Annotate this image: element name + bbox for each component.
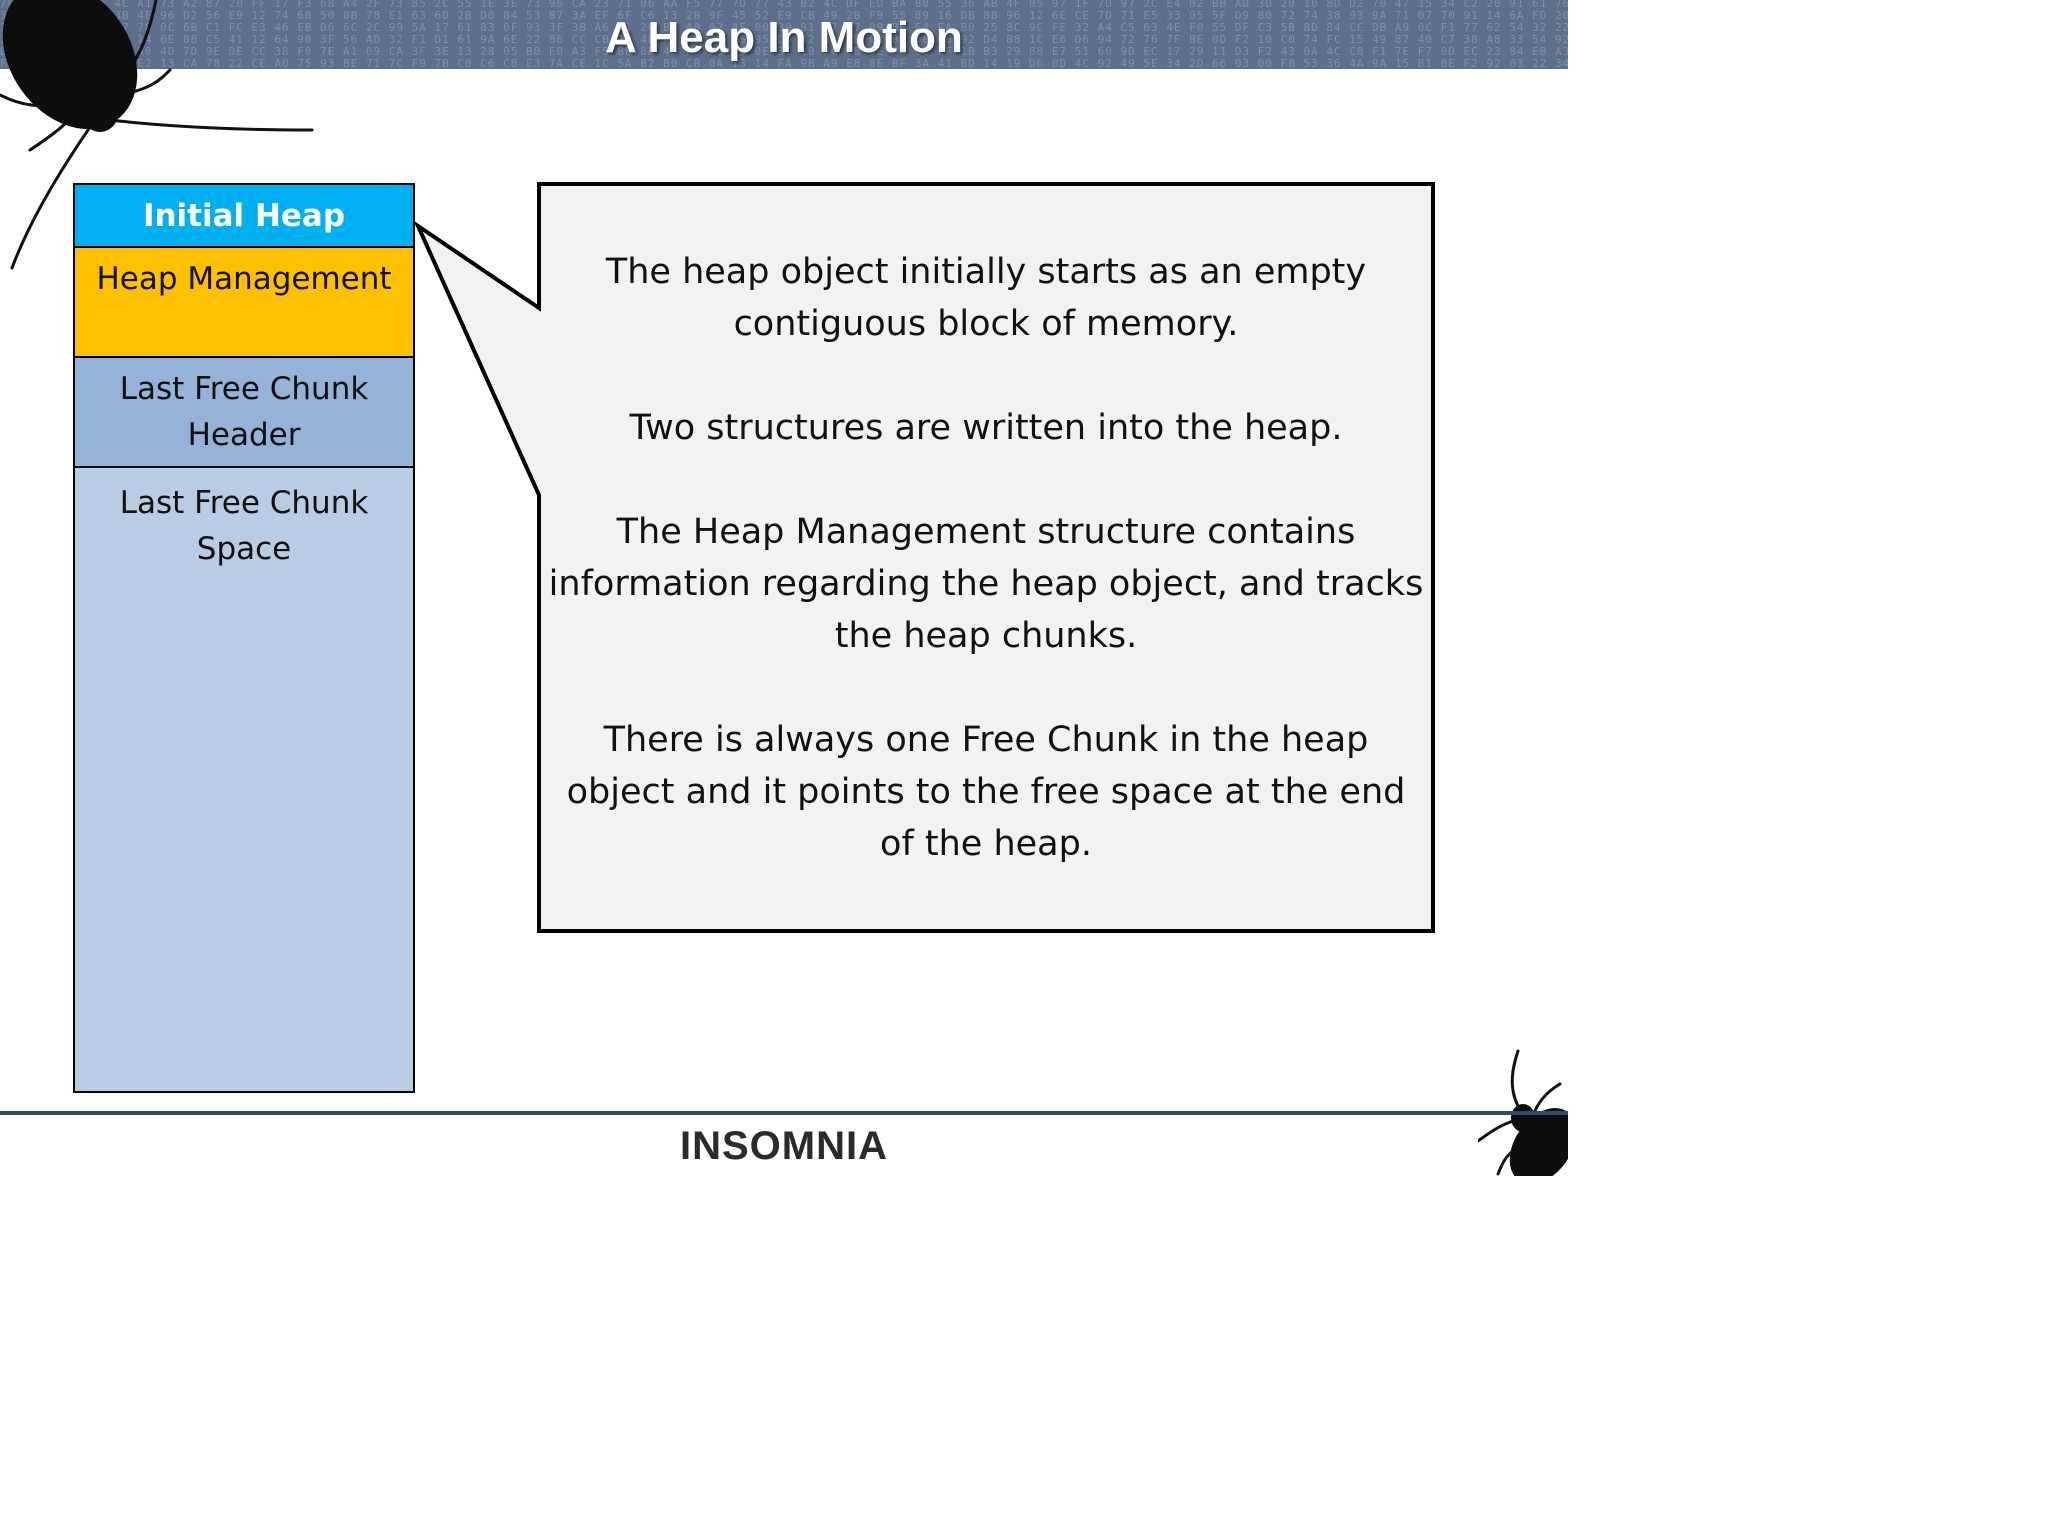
cockroach-icon [0,0,314,270]
insomnia-logo: INSOMNIA [680,1124,888,1168]
heap-management-block: Heap Management [75,248,413,358]
last-free-chunk-header-block: Last Free Chunk Header [75,358,413,468]
callout-paragraph: Two structures are written into the heap… [629,408,1343,448]
title-banner: 78 13 78 1E 96 4C A1 73 A2 87 20 FF 17 F… [0,0,1568,69]
last-free-chunk-space-block: Last Free Chunk Space [75,468,413,1091]
callout-text: The heap object initially starts as an e… [545,246,1427,870]
slide-title: A Heap In Motion [605,13,963,62]
callout-paragraph: The Heap Management structure contains i… [548,512,1424,656]
hex-dump-background: 78 13 78 1E 96 4C A1 73 A2 87 20 FF 17 F… [0,0,1568,69]
callout-bubble [413,182,1435,933]
heap-title-block: Initial Heap [75,185,413,248]
heap-diagram: Initial Heap Heap Management Last Free C… [73,183,415,1093]
callout-paragraph: The heap object initially starts as an e… [605,252,1367,344]
footer-divider [0,1111,1568,1115]
callout-paragraph: There is always one Free Chunk in the he… [566,720,1406,864]
